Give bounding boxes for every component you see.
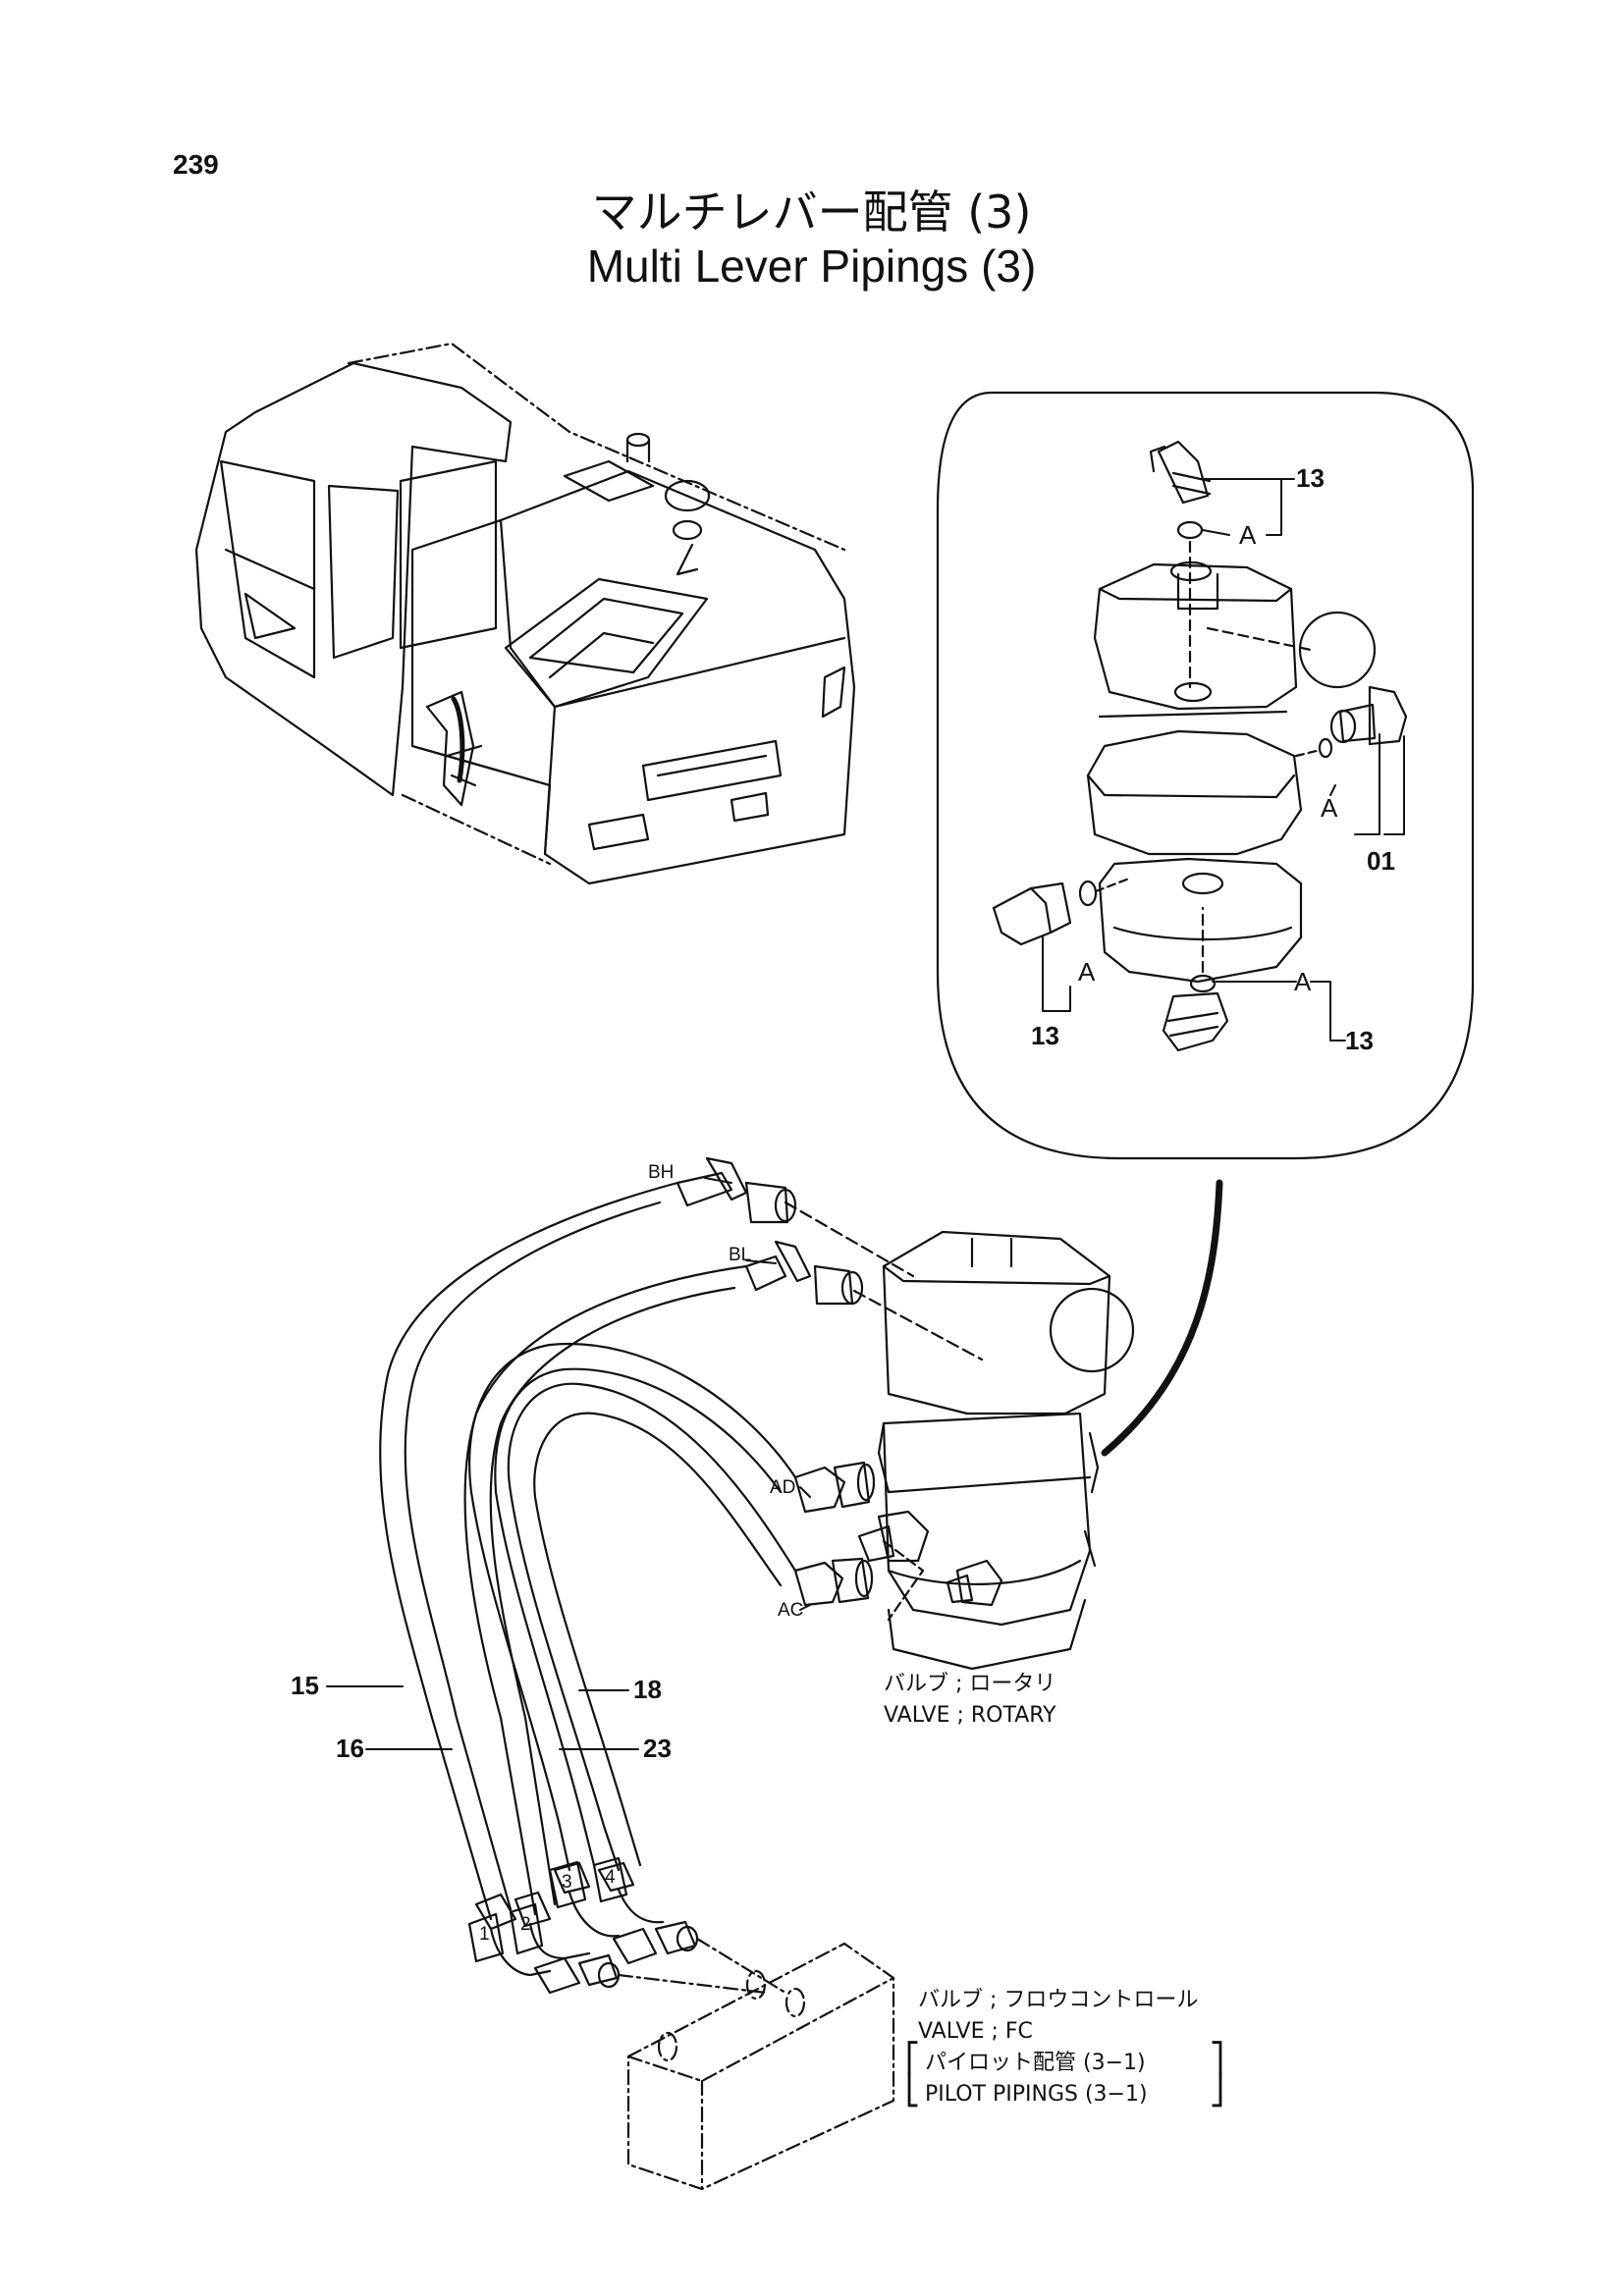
seal-label-a-bottom: A (1294, 967, 1312, 996)
reference-bracket-close-bottom: ⎦ (1210, 2073, 1224, 2108)
fitting-number-4: 4 (605, 1867, 616, 1888)
port-label-bh: BH (648, 1162, 675, 1183)
detail-callout-lines (1042, 478, 1405, 1041)
rotary-valve-detail-illustration (992, 440, 1408, 1052)
reference-label-en: PILOT PIPINGS (3−1) (925, 2082, 1148, 2107)
page-title-english: Multi Lever Pipings (3) (586, 240, 1037, 292)
callout-13-bottom: 13 (1345, 1026, 1374, 1055)
seal-label-a-left: A (1078, 957, 1096, 987)
seal-label-a-top: A (1239, 520, 1257, 550)
seal-label-a-right: A (1321, 793, 1338, 823)
callout-13-top: 13 (1296, 463, 1325, 493)
hose-number-18: 18 (633, 1675, 662, 1704)
rotary-valve-label-jp: バルブ ; ロータリ (884, 1672, 1056, 1696)
detail-view-frame (936, 391, 1475, 1160)
hose-callout-lines (326, 1177, 811, 1750)
port-label-ac: AC (778, 1600, 804, 1621)
fc-valve-label-en: VALVE ; FC (918, 2019, 1033, 2044)
page-number: 239 (173, 149, 219, 180)
port-label-bl: BL (729, 1245, 752, 1265)
page-title-japanese: マルチレバー配管 (3) (591, 186, 1032, 239)
hose-assembly-illustration (379, 1156, 876, 1995)
reference-bracket-open-top: ⎡ (905, 2042, 920, 2076)
fitting-number-3: 3 (562, 1872, 572, 1893)
fitting-number-1: 1 (479, 1924, 490, 1945)
fc-valve-label-jp: バルブ ; フロウコントロール (918, 1988, 1199, 2012)
rotary-valve-illustration (784, 1201, 1135, 1671)
hose-number-16: 16 (336, 1734, 364, 1763)
detail-leader-line (1101, 1179, 1223, 1457)
port-label-ad: AD (770, 1477, 796, 1498)
hose-number-15: 15 (291, 1671, 319, 1700)
reference-bracket-open-bottom: ⎣ (905, 2073, 920, 2108)
reference-label-jp: パイロット配管 (3−1) (925, 2051, 1146, 2075)
callout-01: 01 (1367, 846, 1395, 876)
fc-valve-block-illustration (617, 1937, 895, 2191)
hose-number-23: 23 (643, 1734, 672, 1763)
excavator-overview-illustration (194, 342, 856, 885)
fitting-number-2: 2 (520, 1914, 531, 1935)
rotary-valve-label-en: VALVE ; ROTARY (884, 1703, 1056, 1728)
callout-13-left: 13 (1031, 1021, 1059, 1050)
reference-bracket-close-top: ⎤ (1210, 2042, 1224, 2076)
